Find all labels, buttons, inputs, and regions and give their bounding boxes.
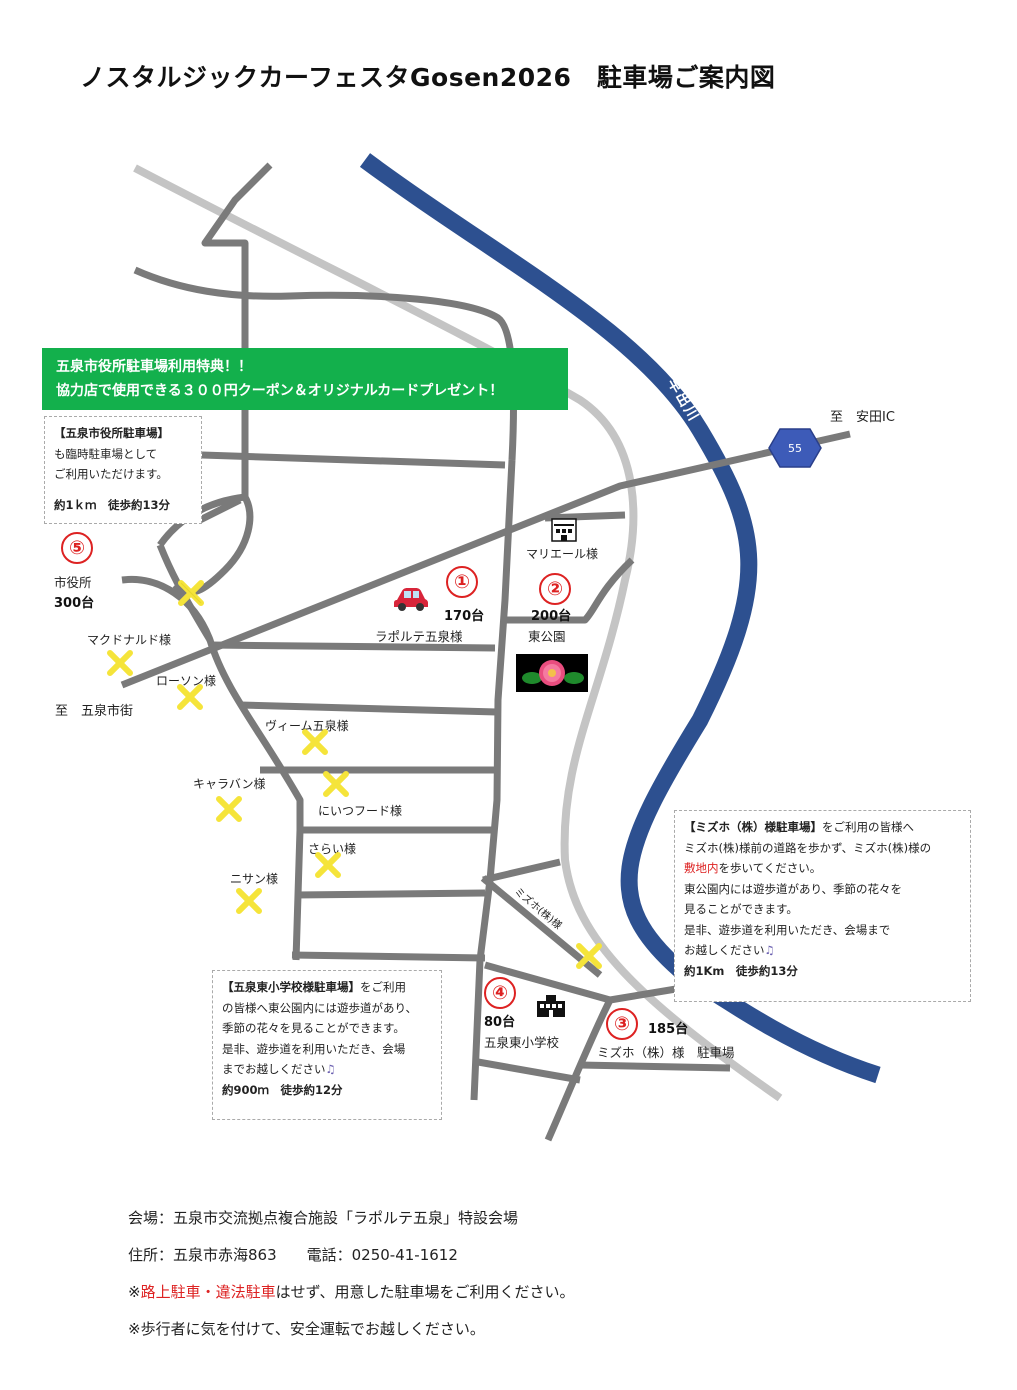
road <box>121 575 304 961</box>
lot4-number: ④ <box>484 977 516 1009</box>
cross-marker-icon <box>576 943 602 969</box>
box-school-heading: 【五泉東小学校様駐車場】 <box>222 980 360 994</box>
box-mizuho-line3: 東公園内には遊歩道があり、季節の花々を <box>684 881 903 896</box>
info-box-school: 【五泉東小学校様駐車場】をご利用 の皆様へ東公園内には遊歩道があり、 季節の花々… <box>212 970 442 1120</box>
footer-warning-red: 路上駐車・違法駐車 <box>140 1283 276 1301</box>
lot2-name: 東公園 <box>528 629 566 644</box>
lot1-number: ① <box>446 566 478 598</box>
cross-marker-icon <box>107 650 133 676</box>
box-school-line3: 是非、遊歩道を利用いただき、会場 <box>222 1041 406 1056</box>
route-number: 55 <box>788 442 802 455</box>
promo-line1: 五泉市役所駐車場利用特典！！ <box>56 359 252 375</box>
box-mizuho-line2-rest: を歩いてください。 <box>718 861 822 875</box>
cross-marker-icon <box>177 684 203 710</box>
footer-venue: 会場：五泉市交流拠点複合施設「ラポルテ五泉」特設会場 <box>128 1209 519 1227</box>
footer-warning-rest: はせず、用意した駐車場をご利用ください。 <box>275 1283 575 1301</box>
promo-banner: 五泉市役所駐車場利用特典！！ 協力店で使用できる３００円クーポン＆オリジナルカー… <box>42 348 568 410</box>
info-box-cityhall: 【五泉市役所駐車場】 も臨時駐車場として ご利用いただけます。 約1ｋｍ 徒歩約… <box>44 416 202 524</box>
cross-marker-icon <box>323 771 349 797</box>
lot3-number: ③ <box>606 1008 638 1040</box>
lot3-count: 185台 <box>648 1022 689 1037</box>
footer: 会場：五泉市交流拠点複合施設「ラポルテ五泉」特設会場 住所：五泉市赤海863 電… <box>128 1200 575 1348</box>
footer-safety: ※歩行者に気を付けて、安全運転でお越しください。 <box>128 1320 485 1338</box>
lot4-count: 80台 <box>484 1015 516 1030</box>
cross-marker-icon <box>216 796 242 822</box>
cross-marker-icon <box>302 729 328 755</box>
cross-marker-icon <box>315 852 341 878</box>
lot5-number: ⑤ <box>61 532 93 564</box>
shop-label-sarai: さらい様 <box>308 842 357 856</box>
box-mizuho-line5: 是非、遊歩道を利用いただき、会場まで <box>684 922 891 937</box>
road <box>544 511 626 522</box>
lot5-count: 300台 <box>54 596 95 611</box>
railway <box>133 164 783 1102</box>
road <box>579 1061 731 1072</box>
road <box>291 951 486 962</box>
road <box>544 998 614 1142</box>
lot1-name: ラポルテ五泉様 <box>375 629 463 644</box>
footer-address: 住所：五泉市赤海863 電話：0250-41-1612 <box>128 1246 458 1264</box>
box-school-line2: 季節の花々を見ることができます。 <box>222 1021 405 1035</box>
school-icon <box>537 995 565 1017</box>
flower-image <box>516 654 588 692</box>
road <box>482 858 561 884</box>
shop-label-nissan: ニサン様 <box>230 872 279 886</box>
info-box-mizuho: 【ミズホ（株）様駐車場】をご利用の皆様へ ミズホ(株)様前の道路を歩かず、ミズホ… <box>674 810 971 1002</box>
lot2-count: 200台 <box>531 609 572 624</box>
box-school-line1: の皆様へ東公園内には遊歩道があり、 <box>222 1000 418 1015</box>
box-mizuho-walk: 約1Km 徒歩約13分 <box>684 963 798 978</box>
promo-line2: 協力店で使用できる３００円クーポン＆オリジナルカードプレゼント！ <box>56 383 504 399</box>
car-icon <box>394 588 428 611</box>
page-title: ノスタルジックカーフェスタGosen2026 駐車場ご案内図 <box>80 63 776 92</box>
box-mizuho-line4: 見ることができます。 <box>684 902 798 916</box>
shop-label-caravan: キャラバン様 <box>193 777 266 791</box>
direction-yasuda: 至 安田IC <box>830 410 895 425</box>
music-note-icon: ♫ <box>325 1062 336 1076</box>
box-school-walk: 約900ｍ 徒歩約12分 <box>222 1082 343 1097</box>
box-school-line4: までお越しください <box>222 1062 326 1076</box>
road <box>477 1058 581 1084</box>
box-cityhall-line1: も臨時駐車場として <box>54 446 158 461</box>
box-cityhall-heading: 【五泉市役所駐車場】 <box>54 426 169 440</box>
direction-gosen: 至 五泉市街 <box>55 704 134 719</box>
road <box>198 496 242 524</box>
cross-marker-icon <box>236 888 262 914</box>
lot5-name: 市役所 <box>54 575 92 590</box>
lot3-name: ミズホ（株）様 駐車場 <box>597 1045 735 1060</box>
road <box>201 451 506 469</box>
music-note-icon: ♫ <box>764 943 775 957</box>
lot1-count: 170台 <box>444 609 485 624</box>
shop-label-mcdonalds: マクドナルド様 <box>87 633 172 647</box>
footer-warning: ※路上駐車・違法駐車はせず、用意した駐車場をご利用ください。 <box>128 1283 575 1301</box>
road <box>484 961 611 1004</box>
road <box>505 557 635 624</box>
box-mizuho-heading: 【ミズホ（株）様駐車場】 <box>684 820 822 834</box>
road <box>480 875 603 978</box>
box-cityhall-walk: 約1ｋｍ 徒歩約13分 <box>54 497 171 512</box>
route-55-sign: 55 <box>768 428 822 468</box>
road <box>239 701 498 716</box>
landmark-mariel: マリエール様 <box>526 547 599 561</box>
box-school-lead: をご利用 <box>360 980 406 994</box>
box-mizuho-lead: をご利用の皆様へ <box>822 820 914 834</box>
box-mizuho-line2-red: 敷地内 <box>684 861 719 875</box>
road <box>156 543 214 642</box>
shop-label-veem: ヴィーム五泉様 <box>265 719 349 733</box>
shop-label-niitsu-food: にいつフード様 <box>318 804 403 818</box>
building-icon <box>551 518 577 542</box>
lot4-name: 五泉東小学校 <box>484 1035 560 1050</box>
road <box>201 162 273 500</box>
road <box>209 641 496 652</box>
box-cityhall-line2: ご利用いただけます。 <box>54 467 168 481</box>
box-mizuho-line1: ミズホ(株)様前の道路を歩かず、ミズホ(株)様の <box>684 840 932 855</box>
lot2-number: ② <box>539 573 571 605</box>
road <box>294 889 486 899</box>
box-mizuho-line6: お越しください <box>684 943 765 957</box>
